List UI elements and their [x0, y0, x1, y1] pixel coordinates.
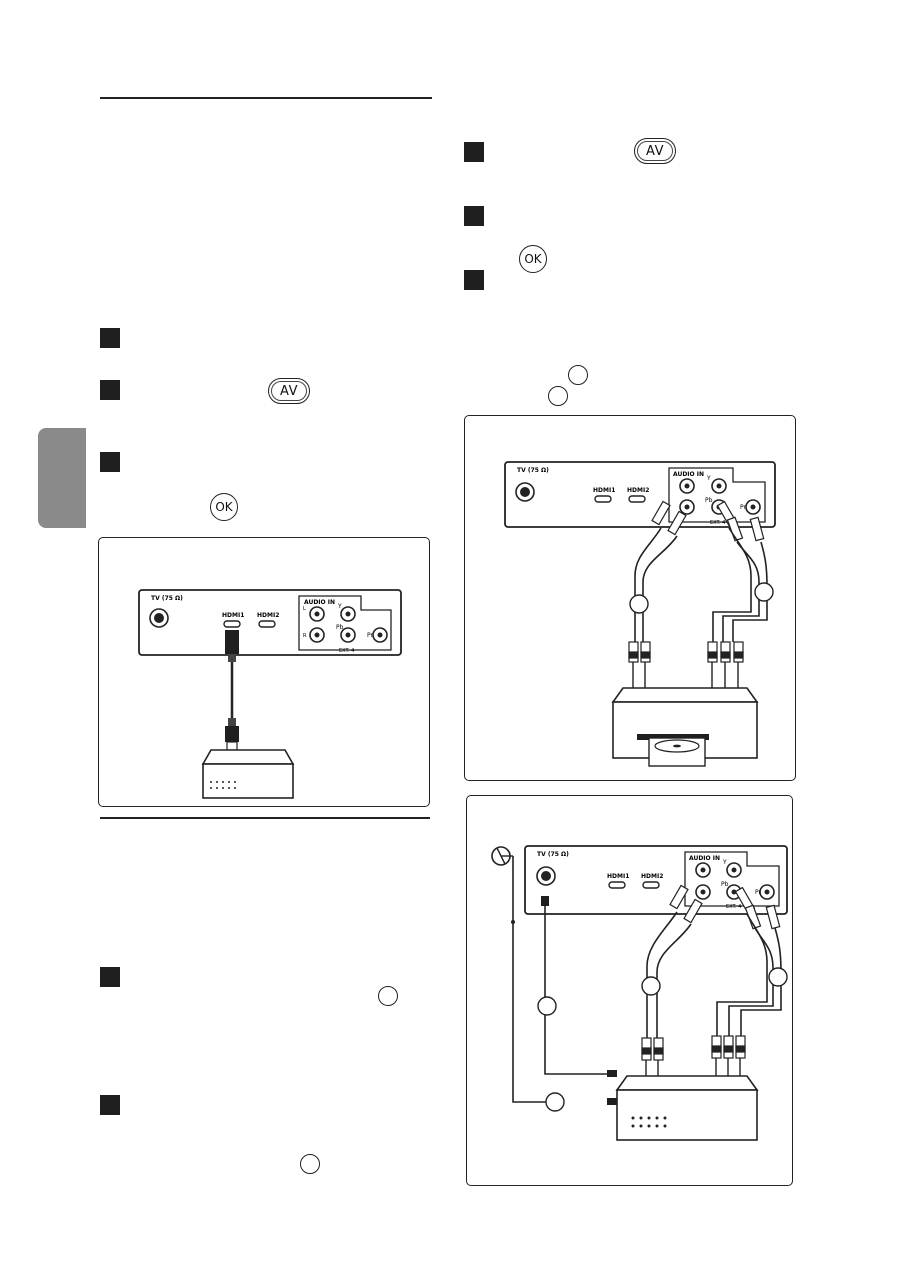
av-button-icon: AV [268, 378, 310, 404]
hdmi-diagram: TV (75 Ω) HDMI1 HDMI2 AUDIO IN L R Y Pb … [138, 589, 402, 799]
pb-label: Pb [336, 624, 344, 631]
ext-label: EXT. 4 [710, 520, 725, 526]
pb-label: Pb [705, 497, 713, 504]
audio-l-label: L [303, 606, 306, 612]
y-label: Y [337, 603, 342, 610]
pr-label: Pr [367, 632, 374, 639]
language-side-tab [38, 428, 86, 528]
hdmi1-label: HDMI1 [607, 873, 629, 880]
callout-circle-icon [548, 386, 568, 406]
antenna-label: TV (75 Ω) [517, 467, 549, 474]
y-label: Y [706, 475, 711, 482]
hdmi-diagram-panel: TV (75 Ω) HDMI1 HDMI2 AUDIO IN L R Y Pb … [98, 537, 430, 807]
audio-in-label: AUDIO IN [689, 855, 720, 862]
hdmi1-label: HDMI1 [222, 612, 244, 619]
ok-button-icon: OK [210, 493, 238, 521]
component-receiver-diagram-panel: TV (75 Ω) HDMI1 HDMI2 AUDIO IN Y Pb Pr E… [466, 795, 793, 1186]
pb-label: Pb [721, 881, 729, 888]
component-receiver-diagram: TV (75 Ω) HDMI1 HDMI2 AUDIO IN Y Pb Pr E… [491, 845, 788, 1141]
component-dvd-diagram: TV (75 Ω) HDMI1 HDMI2 AUDIO IN Y Pb Pr E… [504, 461, 776, 767]
hdmi2-label: HDMI2 [641, 873, 663, 880]
step-square-icon [100, 380, 120, 400]
callout-circle-icon [568, 365, 588, 385]
audio-in-label: AUDIO IN [304, 599, 335, 606]
audio-r-label: R [303, 633, 307, 639]
pr-label: Pr [755, 889, 762, 896]
middle-rule-left [100, 817, 430, 819]
step-square-icon [100, 1095, 120, 1115]
av-button-icon: AV [634, 138, 676, 164]
step-square-icon [464, 206, 484, 226]
ok-button-icon: OK [519, 245, 547, 273]
antenna-label: TV (75 Ω) [151, 595, 183, 602]
audio-in-label: AUDIO IN [673, 471, 704, 478]
ext-label: EXT. 4 [339, 648, 354, 654]
step-square-icon [464, 270, 484, 290]
ext-label: EXT. 4 [726, 904, 741, 910]
callout-circle-icon [300, 1154, 320, 1174]
step-square-icon [100, 452, 120, 472]
hdmi2-label: HDMI2 [257, 612, 279, 619]
antenna-label: TV (75 Ω) [537, 851, 569, 858]
component-dvd-diagram-panel: TV (75 Ω) HDMI1 HDMI2 AUDIO IN Y Pb Pr E… [464, 415, 796, 781]
top-rule-left [100, 97, 432, 99]
hdmi2-label: HDMI2 [627, 487, 649, 494]
step-square-icon [100, 328, 120, 348]
step-square-icon [100, 967, 120, 987]
y-label: Y [722, 859, 727, 866]
hdmi1-label: HDMI1 [593, 487, 615, 494]
pr-label: Pr [740, 504, 747, 511]
step-square-icon [464, 142, 484, 162]
callout-circle-icon [378, 986, 398, 1006]
